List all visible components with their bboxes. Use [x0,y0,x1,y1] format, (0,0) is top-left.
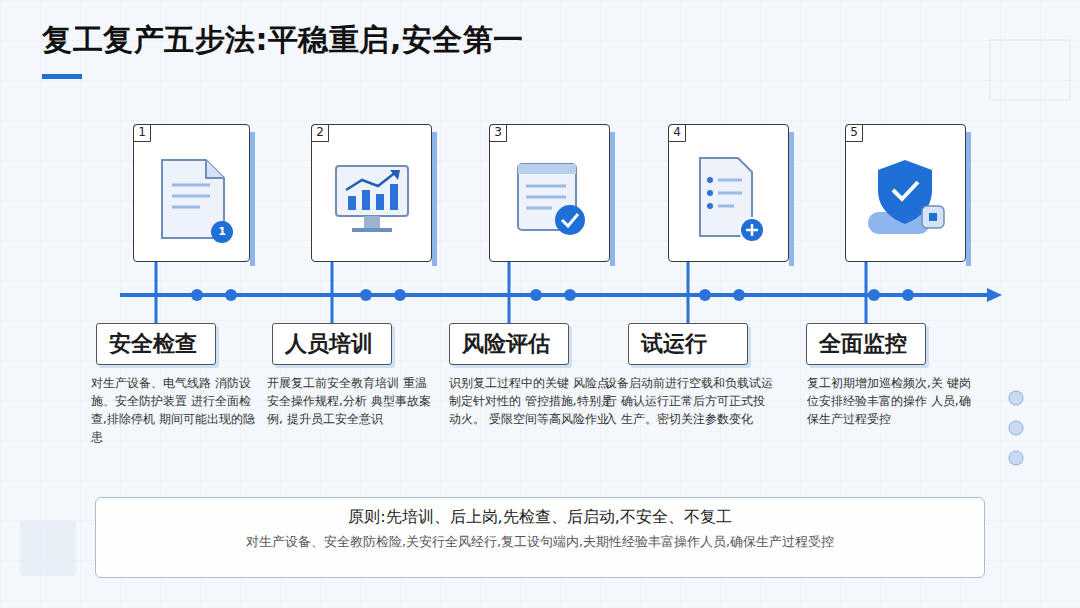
step-description: 复工初期增加巡检频次,关 键岗位安排经验丰富的操作 人员,确保生产过程受控 [807,374,977,428]
step-description: 开展复工前安全教育培训 重温安全操作规程,分析 典型事故案例, 提升员工安全意识 [267,374,437,428]
step-card: 4 [668,124,789,262]
step-heading: 风险评估 [450,324,568,364]
step-connector [508,262,511,323]
step-connector [155,262,158,323]
principle-note: 对生产设备、安全教防检险,关安行全风经行,复工设句端内,夫期性经验丰富操作人员,… [96,534,984,551]
step-number: 5 [845,124,863,142]
step-label-box: 全面监控复工初期增加巡检频次,关 键岗位安排经验丰富的操作 人员,确保生产过程受… [806,323,926,365]
step-number: 1 [133,124,151,142]
step-connector [865,262,868,323]
step-number: 3 [489,124,507,142]
step-description: 设备启动前进行空载和负载试运行 确认运行正常后方可正式投入 生产。密切关注参数变… [605,374,775,428]
step-connector [687,262,690,323]
step-heading: 全面监控 [807,324,925,364]
step-label-box: 试运行设备启动前进行空载和负载试运行 确认运行正常后方可正式投入 生产。密切关注… [628,323,748,365]
step-number: 2 [311,124,329,142]
step-card: 2 [311,124,432,262]
icon-badge-number: 1 [212,222,232,242]
principle-box: 原则:先培训、后上岗,先检查、后启动,不安全、不复工对生产设备、安全教防检险,关… [95,497,985,578]
step-card: 3 [489,124,610,262]
step-description: 对生产设备、电气线路 消防设施、安全防护装置 进行全面检查,排除停机 期间可能出… [91,374,261,446]
step-description: 识别复工过程中的关键 风险点,制定针对性的 管控措施,特别是动火。 受限空间等高… [449,374,619,428]
step-card: 1 [133,124,250,262]
step-card: 5 [845,124,966,262]
step-heading: 安全检查 [97,324,215,364]
diagram-title: 复工复产五步法:平稳重启,安全第一 [42,20,524,61]
step-heading: 人员培训 [273,324,391,364]
step-connector [331,262,334,323]
step-label-box: 人员培训开展复工前安全教育培训 重温安全操作规程,分析 典型事故案例, 提升员工… [272,323,392,365]
step-label-box: 风险评估识别复工过程中的关键 风险点,制定针对性的 管控措施,特别是动火。 受限… [449,323,569,365]
step-heading: 试运行 [629,324,747,364]
step-label-box: 安全检查对生产设备、电气线路 消防设施、安全防护装置 进行全面检查,排除停机 期… [96,323,216,365]
step-number: 4 [668,124,686,142]
principle-heading: 原则:先培训、后上岗,先检查、后启动,不安全、不复工 [96,507,984,528]
